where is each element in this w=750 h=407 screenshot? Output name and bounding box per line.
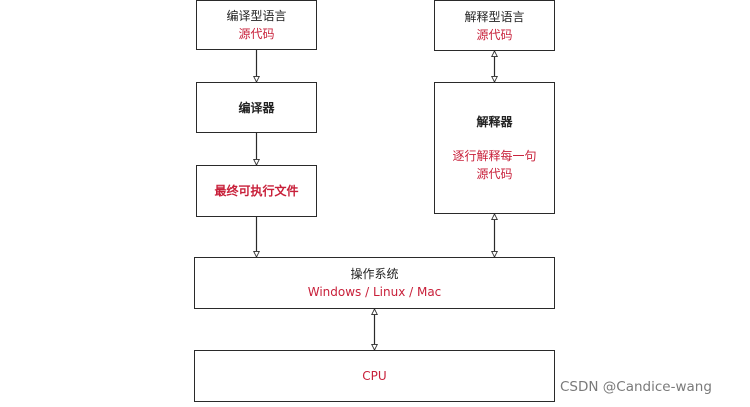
operating-system-title: 操作系统 — [350, 267, 399, 281]
interpreter-desc-line2: 源代码 — [476, 167, 513, 181]
interpreted-language-source-box: 解释型语言 源代码 — [434, 0, 555, 51]
compiled-language-source-box: 编译型语言 源代码 — [196, 0, 317, 50]
compiler-title: 编译器 — [238, 100, 275, 115]
compiled-language-subtitle: 源代码 — [238, 27, 275, 41]
interpreter-desc-line1: 逐行解释每一句 — [452, 149, 537, 163]
cpu-title: CPU — [362, 369, 387, 383]
operating-system-box: 操作系统 Windows / Linux / Mac — [194, 257, 555, 309]
interpreter-title: 解释器 — [476, 115, 513, 129]
cpu-box: CPU — [194, 350, 555, 402]
executable-title: 最终可执行文件 — [214, 184, 299, 198]
compiler-box: 编译器 — [196, 82, 317, 133]
watermark: CSDN @Candice-wang — [560, 379, 712, 395]
interpreted-language-title: 解释型语言 — [464, 9, 525, 24]
interpreted-language-subtitle: 源代码 — [476, 27, 513, 42]
interpreter-box: 解释器 逐行解释每一句 源代码 — [434, 82, 555, 214]
executable-box: 最终可执行文件 — [196, 165, 317, 217]
compiled-language-title: 编译型语言 — [226, 9, 287, 23]
operating-system-subtitle: Windows / Linux / Mac — [307, 285, 442, 299]
